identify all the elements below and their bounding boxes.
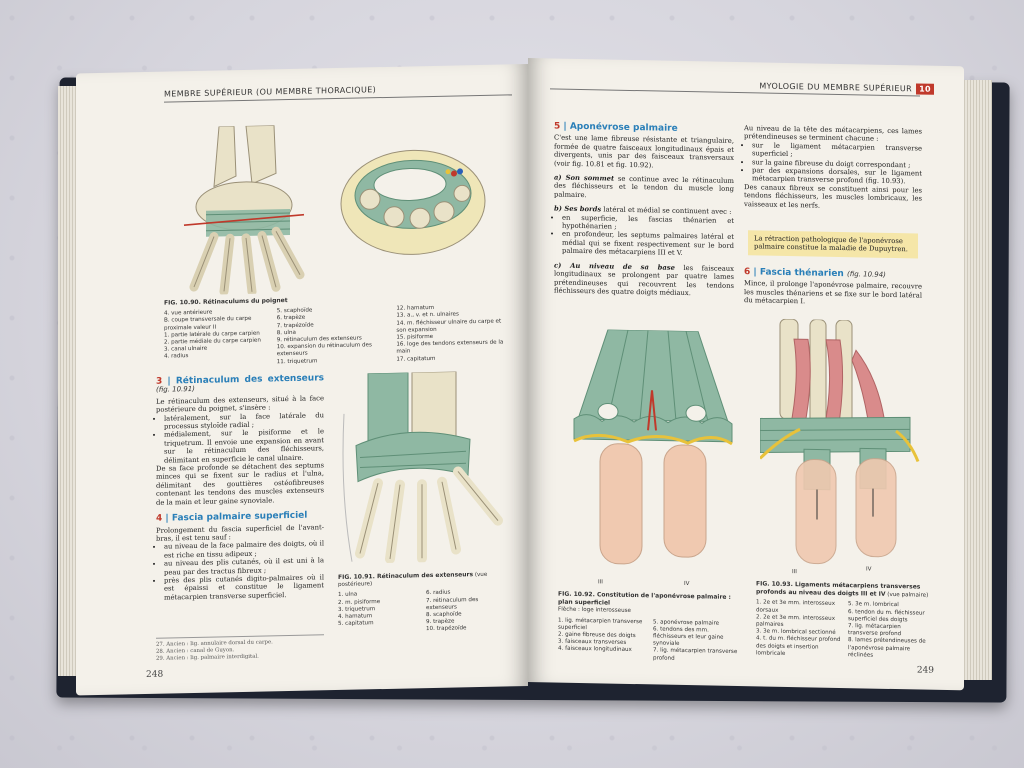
section-5-heading: 5 | Aponévrose palmaire — [554, 121, 678, 134]
fig-1090-transverse-section-illustration — [340, 149, 486, 255]
section-6-heading: 6 | Fascia thénarien (fig. 10.94) — [744, 267, 886, 280]
section-3-text: 3 | Rétinaculum des extenseurs (fig. 10.… — [156, 373, 324, 602]
column-2-text: Au niveau de la tête des métacarpiens, c… — [744, 124, 922, 211]
section-4-title: Fascia palmaire superficiel — [171, 510, 308, 524]
section-5-number: 5 — [554, 121, 561, 132]
legend-item: 6. tendon du m. fléchisseur superficiel … — [848, 608, 925, 624]
fig-1092-title: FIG. 10.92. Constitution de l'aponévrose… — [558, 590, 731, 607]
section-6-ref: (fig. 10.94) — [846, 270, 886, 279]
legend-item: 7. lig. métacarpien transverse profond — [652, 647, 738, 662]
legend-item: 4. radius — [164, 353, 189, 361]
left-folio: 248 — [146, 669, 164, 681]
section-5-body: C'est une lame fibreuse résistante et tr… — [554, 133, 734, 170]
column-2-body-2: Des canaux fibreux se constituent ainsi … — [744, 182, 922, 210]
section-5-title: Aponévrose palmaire — [569, 121, 678, 134]
fig-1093-finger-IV-label: IV — [866, 566, 872, 573]
section-6-text: 6 | Fascia thénarien (fig. 10.94) Mince,… — [744, 267, 922, 308]
fig-1092-finger-III-label: III — [598, 579, 603, 586]
fig-1093-caption: FIG. 10.93. Ligaments métacarpiens trans… — [756, 580, 932, 660]
right-folio: 249 — [916, 665, 934, 676]
fig-1092-caption: FIG. 10.92. Constitution de l'aponévrose… — [558, 591, 738, 664]
fig-1093-deep-transverse-ligaments-illustration — [760, 318, 920, 565]
section-5-b-bullet: en profondeur, les septums palmaires lat… — [562, 230, 734, 259]
fig-1093-finger-III-label: III — [792, 569, 797, 576]
left-page: MEMBRE SUPÉRIEUR (OU MEMBRE THORACIQUE) … — [76, 64, 528, 696]
section-3-title: Rétinaculum des extenseurs — [175, 373, 324, 387]
fig-1090-wrist-anterior-illustration — [183, 124, 305, 296]
legend-item: 10. trapézoïde — [426, 625, 467, 633]
section-3-bullet: médialement, sur le pisiforme et le triq… — [164, 428, 324, 465]
right-page-edges — [962, 80, 992, 680]
fig-1091-extensor-retinaculum-illustration — [342, 370, 503, 564]
legend-item: 17. capitatum — [396, 355, 436, 363]
fig-1093-subtitle: (vue palmaire) — [887, 592, 929, 599]
section-5-text: 5 | Aponévrose palmaire C'est une lame f… — [554, 121, 734, 298]
section-6-number: 6 — [744, 267, 751, 278]
right-running-head-title: MYOLOGIE DU MEMBRE SUPÉRIEUR — [759, 81, 913, 94]
section-3-body-2: De sa face profonde se détachent des sep… — [156, 461, 324, 507]
fig-1092-finger-IV-label: IV — [684, 580, 690, 588]
section-5-b-label: b) Ses bords — [554, 204, 602, 214]
fig-1092-palmar-aponeurosis-illustration — [573, 329, 733, 565]
fig-1090-caption: FIG. 10.90. Rétinaculums du poignet 4. v… — [164, 293, 504, 369]
legend-item: 1. 2e et 3e mm. interosseux dorsaux — [756, 599, 835, 614]
legend-item: 8. lames prétendineuses de l'aponévrose … — [848, 637, 926, 659]
footnotes: 27. Ancien : lig. annulaire dorsal du ca… — [156, 634, 324, 663]
legend-item: 4. faisceaux longitudinaux — [558, 645, 632, 654]
section-4-bullet: près des plis cutanés digito-palmaires o… — [164, 573, 324, 602]
right-page: MYOLOGIE DU MEMBRE SUPÉRIEUR 10 5 | Apon… — [528, 58, 964, 691]
legend-item: 4. t. du m. fléchisseur profond des doig… — [756, 635, 841, 657]
fig-1091-caption: FIG. 10.91. Rétinaculum des extenseurs (… — [338, 570, 508, 635]
fig-1090-title: FIG. 10.90. Rétinaculums du poignet — [164, 297, 288, 307]
section-4-number: 4 — [156, 513, 163, 524]
dupuytren-note-box: La rétraction pathologique de l'aponévro… — [748, 230, 918, 259]
section-6-title: Fascia thénarien — [759, 267, 844, 280]
legend-item: 6. tendons des mm. fléchisseurs et leur … — [652, 626, 724, 648]
chapter-number-badge: 10 — [916, 83, 934, 95]
left-page-edges — [58, 86, 80, 676]
legend-item: 11. triquetrum — [276, 358, 318, 365]
legend-item: 5. capitatum — [338, 620, 374, 628]
fig-1091-title: FIG. 10.91. Rétinaculum des extenseurs — [338, 571, 474, 581]
section-6-body: Mince, il prolonge l'aponévrose palmaire… — [744, 279, 922, 306]
section-3-heading: 3 | Rétinaculum des extenseurs (fig. 10.… — [156, 373, 324, 395]
section-4-heading: 4 | Fascia palmaire superficiel — [156, 510, 308, 524]
left-running-head: MEMBRE SUPÉRIEUR (OU MEMBRE THORACIQUE) — [164, 85, 377, 99]
section-3-ref: (fig. 10.91) — [156, 385, 195, 395]
